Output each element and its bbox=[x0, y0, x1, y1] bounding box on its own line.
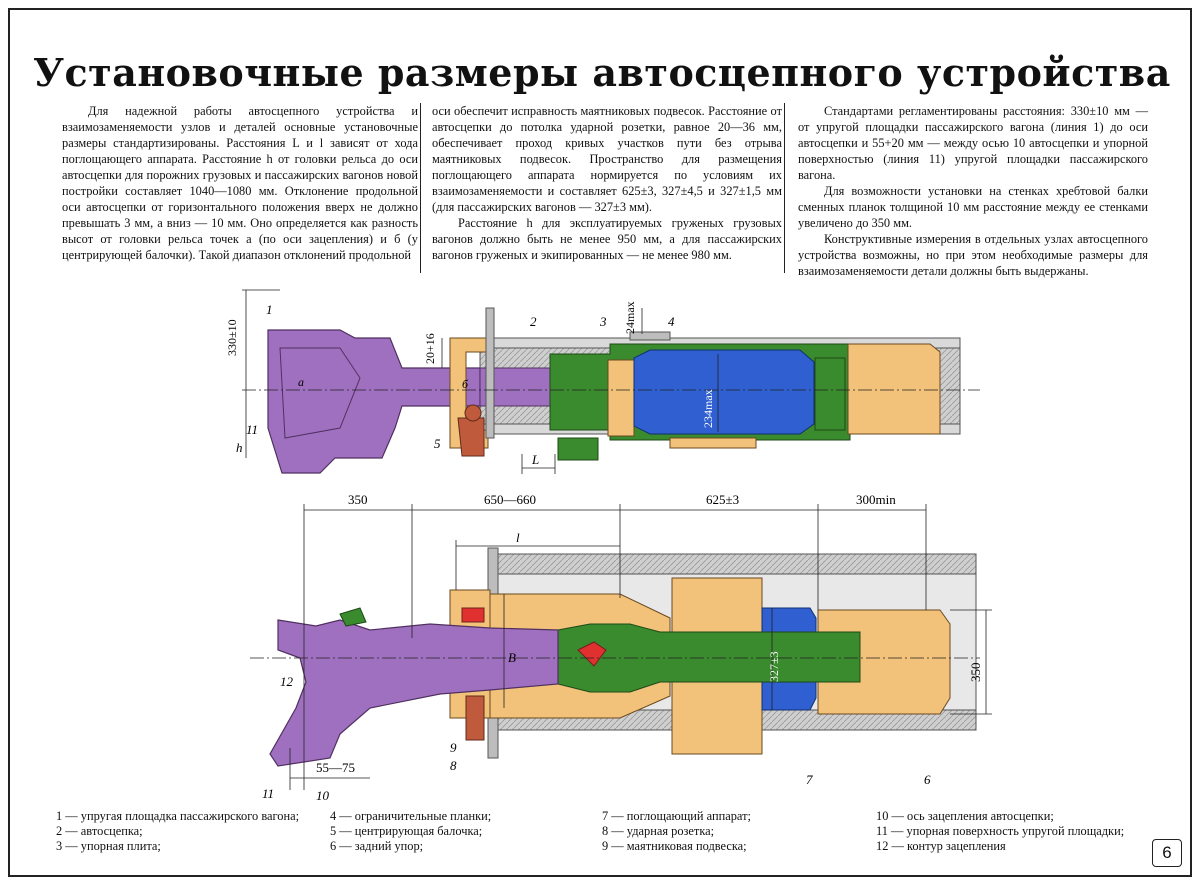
callout-9: 9 bbox=[450, 740, 457, 755]
side-view: 330±10 h а б 20+16 24max 234max L 1 2 3 … bbox=[225, 289, 980, 474]
text-col2-p1: оси обеспечит исправность маятниковых по… bbox=[432, 104, 782, 214]
label-l: l bbox=[516, 530, 520, 545]
coupler-head-contour bbox=[279, 347, 361, 439]
rear-stop-side bbox=[847, 343, 941, 435]
label-350-right: 350 bbox=[968, 663, 983, 683]
text-col3-p1: Стандартами регламентированы расстояния:… bbox=[798, 104, 1148, 182]
wedge-marker bbox=[577, 641, 607, 667]
pendulum-hanger-plan bbox=[465, 695, 485, 741]
callout-5: 5 bbox=[434, 436, 441, 451]
legend-item: 8 — ударная розетка; bbox=[602, 824, 715, 838]
text-col3-p3: Конструктивные измерения в отдельных узл… bbox=[798, 232, 1148, 278]
legend-item: 7 — поглощающий аппарат; bbox=[602, 809, 751, 823]
legend-item: 1 — упругая площадка пассажирского вагон… bbox=[56, 809, 300, 823]
coupler-body-side bbox=[267, 329, 481, 474]
legend-item: 5 — центрирующая балочка; bbox=[330, 824, 483, 838]
callout-7: 7 bbox=[806, 772, 813, 787]
label-20: 20+16 bbox=[423, 333, 437, 364]
front-stop-plate-side bbox=[607, 359, 635, 437]
label-234: 234max bbox=[701, 389, 715, 428]
legend-item: 3 — упорная плита; bbox=[56, 839, 161, 853]
label-h: h bbox=[236, 440, 243, 455]
legend-item: 9 — маятниковая подвеска; bbox=[602, 839, 747, 853]
yoke-lug bbox=[557, 437, 599, 461]
legend-column-3: 7 — поглощающий аппарат; 8 — ударная роз… bbox=[602, 809, 751, 854]
pendulum-hanger-side bbox=[464, 404, 482, 422]
callout-11-plan: 11 bbox=[262, 786, 274, 801]
page-title: Установочные размеры автосцепного устрой… bbox=[33, 50, 1171, 95]
label-55: 55—75 bbox=[316, 760, 355, 775]
label-L: L bbox=[531, 452, 539, 467]
callout-8: 8 bbox=[450, 758, 457, 773]
label-350-top: 350 bbox=[348, 492, 368, 507]
sheet: Установочные размеры автосцепного устрой… bbox=[8, 8, 1192, 877]
legend-item: 2 — автосцепка; bbox=[56, 824, 143, 838]
end-beam-plate bbox=[485, 307, 495, 439]
wear-strip-bottom bbox=[669, 437, 757, 449]
label-b: б bbox=[462, 377, 469, 391]
centering-beam-side bbox=[457, 417, 485, 457]
coupler-drawing: 330±10 h а б 20+16 24max 234max L 1 2 3 … bbox=[225, 289, 992, 803]
callout-12: 12 bbox=[280, 674, 294, 689]
legend-column-2: 4 — ограничительные планки; 5 — центриру… bbox=[330, 809, 491, 854]
label-24: 24max bbox=[623, 301, 637, 334]
text-col3-p2: Для возможности установки на стенках хре… bbox=[798, 184, 1148, 230]
legend-item: 10 — ось зацепления автосцепки; bbox=[876, 809, 1054, 823]
label-650: 650—660 bbox=[484, 492, 536, 507]
label-a: а bbox=[298, 375, 304, 389]
text-column-1: Для надежной работы автосцепного устройс… bbox=[62, 103, 418, 263]
callout-1: 1 bbox=[266, 302, 273, 317]
callout-2: 2 bbox=[530, 314, 537, 329]
yoke-tail-side bbox=[814, 357, 846, 431]
callout-11-side: 11 bbox=[246, 422, 258, 437]
callout-10: 10 bbox=[316, 788, 330, 803]
legend-item: 4 — ограничительные планки; bbox=[330, 809, 492, 823]
callout-3: 3 bbox=[599, 314, 607, 329]
callout-4: 4 bbox=[668, 314, 675, 329]
limit-plate-side bbox=[629, 331, 671, 341]
label-300: 300min bbox=[856, 492, 896, 507]
label-625: 625±3 bbox=[706, 492, 739, 507]
text-col2-p2: Расстояние h для эксплуатируемых гружены… bbox=[432, 216, 782, 262]
column-divider-2 bbox=[784, 103, 785, 273]
page-number: 6 bbox=[1152, 839, 1182, 867]
text-column-3: Стандартами регламентированы расстояния:… bbox=[798, 103, 1148, 279]
plan-view: 350 650—660 625±3 300min l B 327±3 350 5… bbox=[250, 492, 992, 803]
legend-item: 11 — упорная поверхность упругой площадк… bbox=[876, 824, 1125, 838]
callout-6: 6 bbox=[924, 772, 931, 787]
legend-item: 12 — контур зацепления bbox=[876, 839, 1006, 853]
draft-gear-side bbox=[633, 349, 815, 435]
label-327: 327±3 bbox=[767, 651, 781, 682]
legend-column-4: 10 — ось зацепления автосцепки; 11 — упо… bbox=[876, 809, 1124, 854]
column-divider-1 bbox=[420, 103, 421, 273]
text-column-2: оси обеспечит исправность маятниковых по… bbox=[432, 103, 782, 263]
legend-column-1: 1 — упругая площадка пассажирского вагон… bbox=[56, 809, 299, 854]
label-330: 330±10 bbox=[225, 319, 239, 356]
label-B: B bbox=[508, 650, 516, 665]
legend-item: 6 — задний упор; bbox=[330, 839, 424, 853]
text-col1-p1: Для надежной работы автосцепного устройс… bbox=[62, 104, 418, 262]
coupler-lock-plan bbox=[339, 607, 367, 627]
pin-marker bbox=[461, 607, 485, 623]
